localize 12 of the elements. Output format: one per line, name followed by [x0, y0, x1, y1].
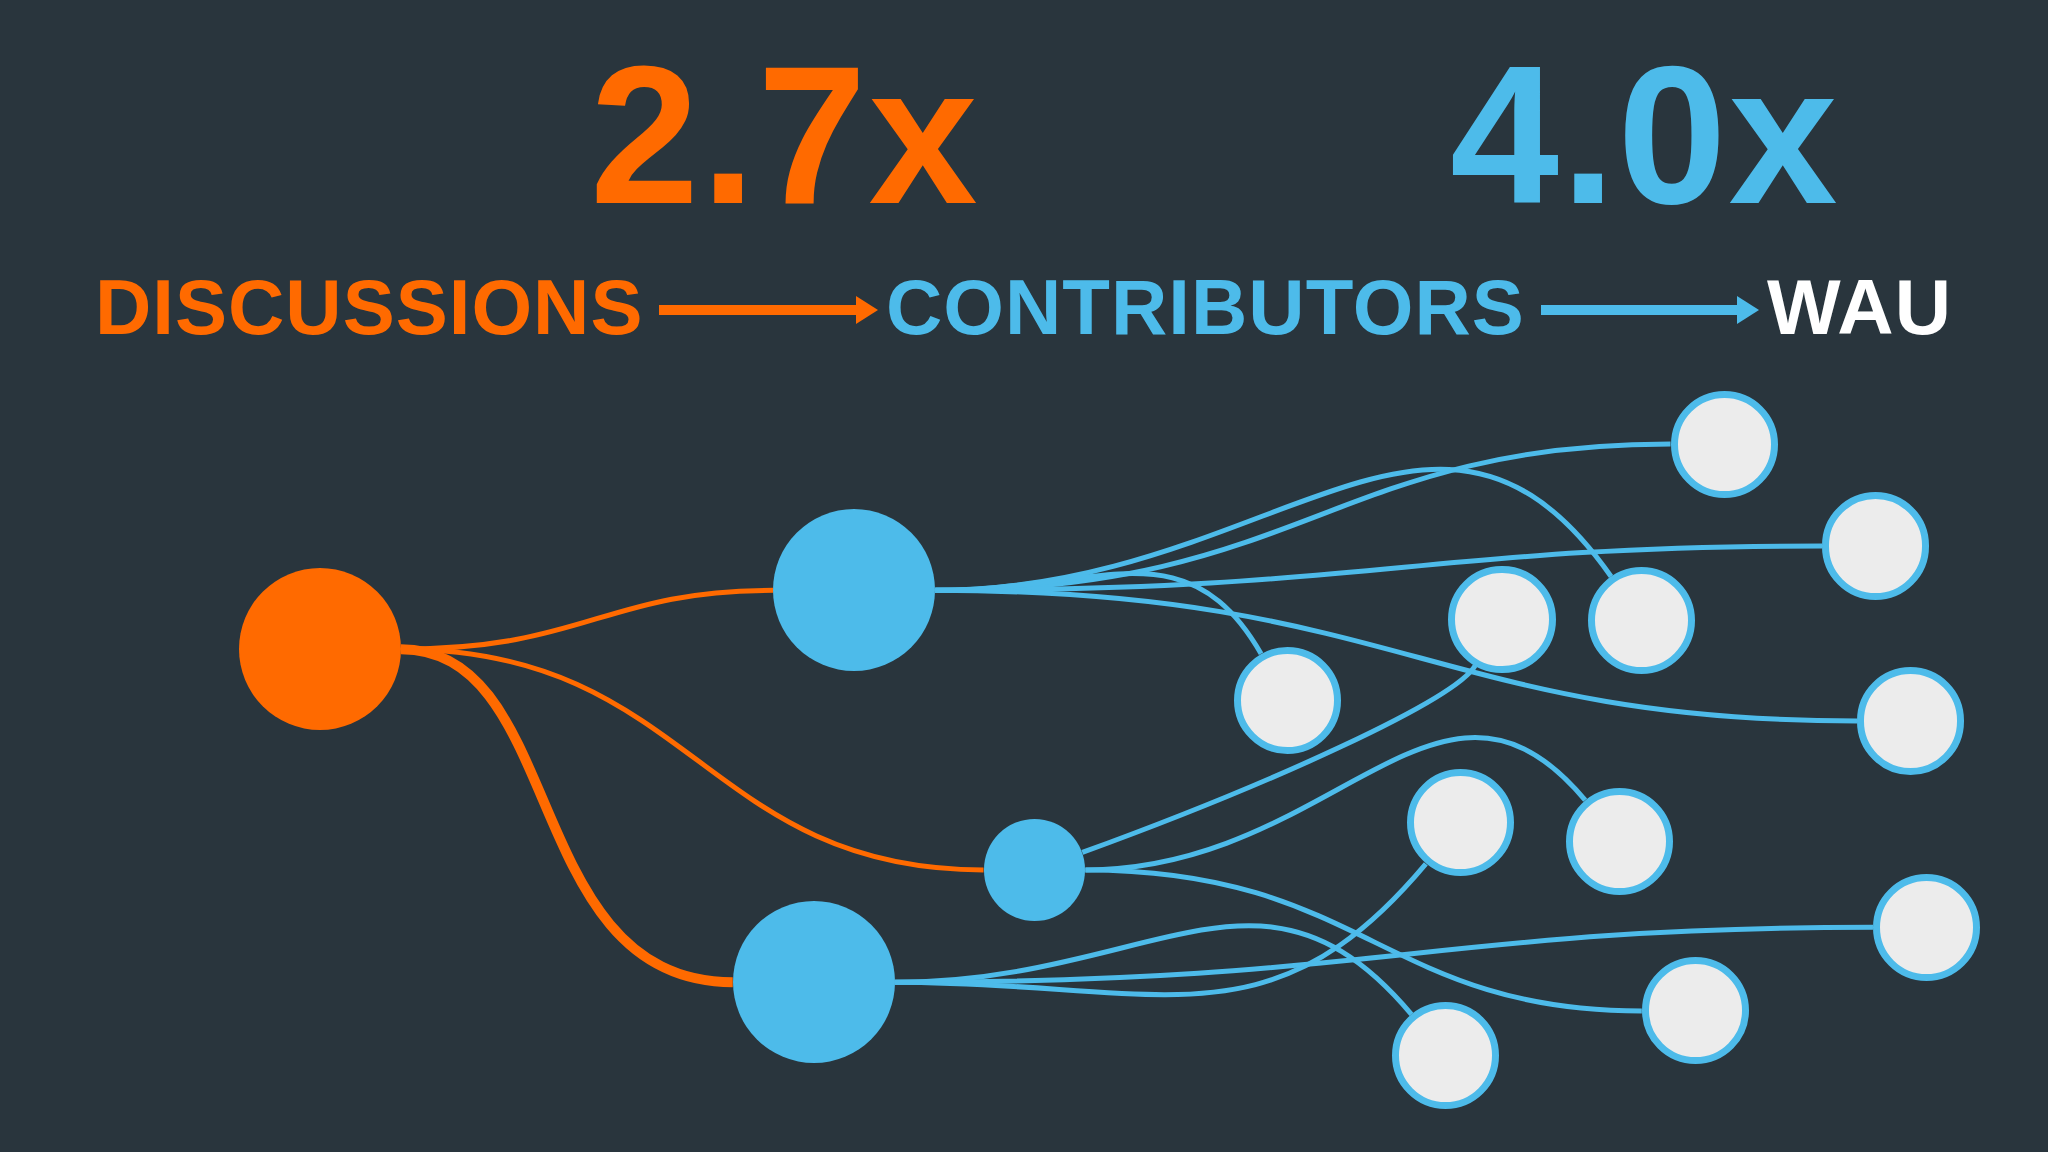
arrow [1541, 296, 1759, 324]
stage-heading: CONTRIBUTORS [886, 262, 1525, 352]
multiplier-figure: 2.7x [590, 38, 980, 234]
stage-heading: DISCUSSIONS [95, 262, 644, 352]
multiplier-figure: 4.0x [1450, 38, 1840, 234]
connector-line [1081, 663, 1478, 855]
arrow [659, 296, 878, 324]
connector-line [400, 644, 734, 988]
connector-line [935, 587, 1858, 724]
connector-line [1085, 867, 1642, 1014]
connector-line [894, 923, 1414, 1017]
stage-heading: WAU [1767, 262, 1952, 352]
